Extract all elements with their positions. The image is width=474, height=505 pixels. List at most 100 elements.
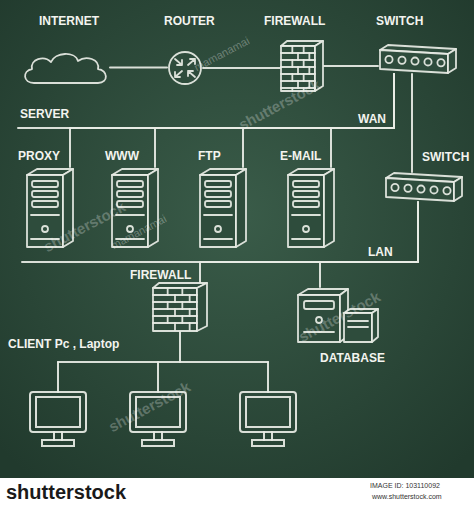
db-drive [304, 301, 334, 309]
monitor-symbol [30, 392, 86, 446]
node-label: E-MAIL [280, 149, 321, 163]
router-arrow [188, 71, 195, 77]
watermark: shutterstock [236, 77, 323, 134]
node-label: SWITCH [376, 14, 423, 28]
drive-bay [293, 201, 319, 207]
drive-bay [117, 181, 143, 187]
switch-port [404, 185, 411, 192]
monitor-base [252, 440, 284, 446]
server-front [288, 175, 324, 247]
monitor-neck [264, 432, 272, 440]
bus-label: WAN [358, 113, 386, 126]
switch-port [417, 186, 424, 193]
router-arrow [175, 71, 182, 77]
server-tower: E-MAIL [276, 145, 341, 253]
wall-front [153, 288, 197, 331]
switch-port [398, 57, 405, 64]
brick-joint [297, 67, 299, 74]
brick-joint [291, 46, 293, 53]
node-label: FIREWALL [130, 268, 191, 282]
server-bus [18, 127, 394, 129]
brick-joint [189, 309, 191, 316]
drive-bay [293, 191, 319, 197]
switch-port [443, 187, 450, 194]
drive-bay [293, 181, 319, 187]
server-tower-outline [198, 167, 248, 249]
drive-bay [205, 201, 231, 207]
server-slot [292, 238, 320, 240]
node-label: SWITCH [422, 150, 469, 164]
board-surface [0, 0, 474, 478]
switch-box-outline [384, 172, 464, 202]
brick-joint [167, 302, 169, 309]
disk-side [372, 309, 378, 342]
switch-side [454, 177, 462, 201]
disk-line [348, 326, 368, 328]
node-label: ROUTER [164, 14, 215, 28]
node-label: DATABASE [320, 351, 385, 365]
brick-joint [174, 295, 176, 302]
server-side [236, 169, 246, 247]
network-cable [70, 74, 394, 167]
switch-port [385, 56, 392, 63]
client-drop [267, 362, 269, 392]
server-slot [292, 214, 320, 216]
power-button [303, 226, 309, 232]
node-label: PROXY [18, 149, 60, 163]
network-cable [203, 67, 280, 69]
brick-joint [167, 288, 169, 295]
monitor-base [142, 440, 174, 446]
switch-side [448, 49, 456, 73]
brick-joint [297, 53, 299, 60]
server-tower: FTP [188, 145, 253, 253]
server-slot [31, 214, 59, 216]
brick-joint [291, 74, 293, 81]
brick-joint [303, 74, 305, 81]
client-wire [179, 332, 181, 362]
switch-box: SWITCH [372, 10, 467, 80]
cloud-outline [25, 54, 106, 83]
monitor-neck [154, 432, 162, 440]
brick-joint [181, 316, 183, 323]
switch-port [424, 58, 431, 65]
firewall-wall: FIREWALL [260, 10, 335, 95]
power-button [215, 226, 221, 232]
network-cable [155, 74, 394, 167]
brick-line [153, 315, 197, 317]
internet-cloud-outline [20, 50, 110, 85]
server-tower-outline [286, 167, 336, 249]
switch-port [430, 186, 437, 193]
node-label: INTERNET [39, 14, 99, 28]
server-slot [204, 238, 232, 240]
monitor-symbol [240, 392, 296, 446]
monitor-frame [30, 392, 86, 432]
network-cable [200, 202, 418, 282]
client-drop [57, 362, 59, 392]
server-side [324, 169, 334, 247]
watermark-url: www.shutterstock.com [372, 493, 442, 501]
monitor-neck [54, 432, 62, 440]
brick-joint [167, 316, 169, 323]
router-symbol: ROUTER [158, 10, 218, 90]
watermark-bar [0, 478, 474, 505]
server-slot [204, 214, 232, 216]
drive-bay [205, 191, 231, 197]
node-label: WWW [105, 149, 139, 163]
network-cable [411, 74, 413, 172]
network-cable [110, 67, 167, 69]
internet-cloud: INTERNET [15, 10, 115, 90]
switch-front [386, 178, 454, 201]
watermark: shutterstock [106, 379, 193, 436]
power-button [42, 226, 48, 232]
network-cable [331, 74, 394, 167]
brick-line [281, 73, 315, 75]
brick-joint [181, 288, 183, 295]
server-side [148, 169, 158, 247]
group-label: CLIENT Pc , Laptop [8, 338, 119, 351]
drive-bay [117, 191, 143, 197]
client-bus [58, 361, 268, 363]
brick-joint [174, 323, 176, 330]
monitor-screen [36, 397, 80, 427]
